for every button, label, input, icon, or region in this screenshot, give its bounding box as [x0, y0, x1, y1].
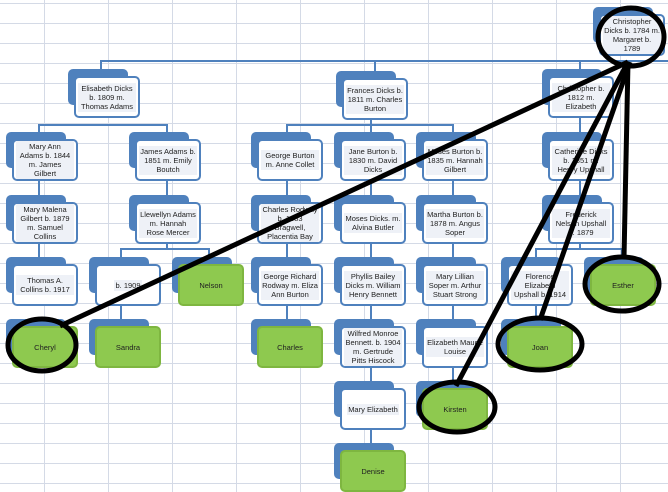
node-label: Cheryl — [34, 342, 56, 352]
node-label: James Adams b. 1851 m. Emily Boutch — [139, 145, 197, 175]
node-frances[interactable]: Frances Dicks b. 1811 m. Charles Burton — [336, 71, 408, 120]
node-label: Christopher Dicks b. 1784 m. Margaret b.… — [603, 16, 661, 54]
node-label: Mary Malena Gilbert b. 1879 m. Samuel Co… — [16, 204, 74, 242]
node-label: Mary Lillian Soper m. Arthur Stuart Stro… — [426, 270, 484, 300]
node-label: Denise — [361, 466, 385, 476]
node-label: Esther — [612, 280, 634, 290]
node-frederick[interactable]: Frederick Nelson Upshall b. 1879 — [542, 195, 614, 244]
node-label: Phyllis Bailey Dicks m. William Henry Be… — [344, 270, 402, 300]
node-label: Sandra — [115, 342, 141, 352]
node-george-burton[interactable]: George Burton m. Anne Collet — [251, 132, 323, 181]
node-charles[interactable]: Charles — [251, 319, 323, 368]
node-wilfred[interactable]: Wilfred Monroe Bennett. b. 1904 m. Gertr… — [334, 319, 406, 368]
node-label: Kirsten — [443, 404, 467, 414]
node-label: Charles — [277, 342, 303, 352]
node-root[interactable]: Christopher Dicks b. 1784 m. Margaret b.… — [593, 7, 665, 56]
node-elisabeth[interactable]: Elisabeth Dicks b. 1809 m. Thomas Adams — [68, 69, 140, 118]
node-james-adams[interactable]: James Adams b. 1851 m. Emily Boutch — [129, 132, 201, 181]
node-label: b. 1909 — [114, 279, 142, 291]
node-llewellyn[interactable]: Llewellyn Adams m. Hannah Rose Mercer — [129, 195, 201, 244]
node-kirsten[interactable]: Kirsten — [416, 381, 488, 430]
node-label: George Richard Rodway m. Eliza Ann Burto… — [261, 270, 319, 300]
node-label: Frances Dicks b. 1811 m. Charles Burton — [346, 84, 404, 114]
node-christopher[interactable]: Christopher b. 1812 m. Elizabeth — [542, 69, 614, 118]
node-label: Martha Burton b. 1878 m. Angus Soper — [426, 208, 484, 238]
node-catherine[interactable]: Catherine Dicks b. 1851 m. Henry Upshall — [542, 132, 614, 181]
node-label: Moses Burton b. 1835 m. Hannah Gilbert — [426, 145, 484, 175]
node-label: Jane Burton b. 1830 m. David Dicks — [344, 145, 402, 175]
annotation-line — [621, 61, 631, 259]
node-label: Wilfred Monroe Bennett. b. 1904 m. Gertr… — [344, 328, 402, 366]
node-label: Thomas A. Collins b. 1917 — [16, 275, 74, 295]
node-label: Moses Dicks. m. Alvina Butler — [344, 213, 402, 233]
node-phyllis[interactable]: Phyllis Bailey Dicks m. William Henry Be… — [334, 257, 406, 306]
node-mary-elizabeth[interactable]: Mary Elizabeth — [334, 381, 406, 430]
node-martha[interactable]: Martha Burton b. 1878 m. Angus Soper — [416, 195, 488, 244]
node-florence[interactable]: Florence Elizabeth Upshall b. 1914 — [501, 257, 573, 306]
node-label: Elisabeth Dicks b. 1809 m. Thomas Adams — [78, 82, 136, 112]
node-joan[interactable]: Joan — [501, 319, 573, 368]
node-label: Charles Rodway b. 1883 Bragwell, Placent… — [261, 204, 319, 242]
node-label: Elizabeth Maude Louise — [426, 337, 484, 357]
node-label: Llewellyn Adams m. Hannah Rose Mercer — [139, 208, 197, 238]
node-nelson[interactable]: Nelson — [172, 257, 244, 306]
node-label: George Burton m. Anne Collet — [261, 150, 319, 170]
node-mary-ann[interactable]: Mary Ann Adams b. 1844 m. James Gilbert — [6, 132, 78, 181]
node-thomas[interactable]: Thomas A. Collins b. 1917 — [6, 257, 78, 306]
node-moses-dicks[interactable]: Moses Dicks. m. Alvina Butler — [334, 195, 406, 244]
node-george-richard[interactable]: George Richard Rodway m. Eliza Ann Burto… — [251, 257, 323, 306]
node-charles-rodway[interactable]: Charles Rodway b. 1883 Bragwell, Placent… — [251, 195, 323, 244]
connector — [120, 248, 210, 250]
connector — [38, 124, 168, 126]
node-label: Christopher b. 1812 m. Elizabeth — [552, 82, 610, 112]
node-esther[interactable]: Esther — [584, 257, 656, 306]
node-label: Florence Elizabeth Upshall b. 1914 — [511, 270, 569, 300]
node-label: Frederick Nelson Upshall b. 1879 — [552, 208, 610, 238]
connector — [100, 60, 668, 62]
node-sandra[interactable]: Sandra — [89, 319, 161, 368]
node-cheryl[interactable]: Cheryl — [6, 319, 78, 368]
node-label: Catherine Dicks b. 1851 m. Henry Upshall — [552, 145, 610, 175]
node-label: Mary Elizabeth — [347, 403, 399, 415]
node-mary-malena[interactable]: Mary Malena Gilbert b. 1879 m. Samuel Co… — [6, 195, 78, 244]
node-moses-burton[interactable]: Moses Burton b. 1835 m. Hannah Gilbert — [416, 132, 488, 181]
node-label: Nelson — [199, 280, 223, 290]
node-jane-burton[interactable]: Jane Burton b. 1830 m. David Dicks — [334, 132, 406, 181]
connector — [535, 248, 623, 250]
node-elizabeth-maude[interactable]: Elizabeth Maude Louise — [416, 319, 488, 368]
node-denise[interactable]: Denise — [334, 443, 406, 492]
node-label: Mary Ann Adams b. 1844 m. James Gilbert — [16, 141, 74, 179]
node-b1909[interactable]: b. 1909 — [89, 257, 161, 306]
node-mary-lillian[interactable]: Mary Lillian Soper m. Arthur Stuart Stro… — [416, 257, 488, 306]
node-label: Joan — [531, 342, 549, 352]
